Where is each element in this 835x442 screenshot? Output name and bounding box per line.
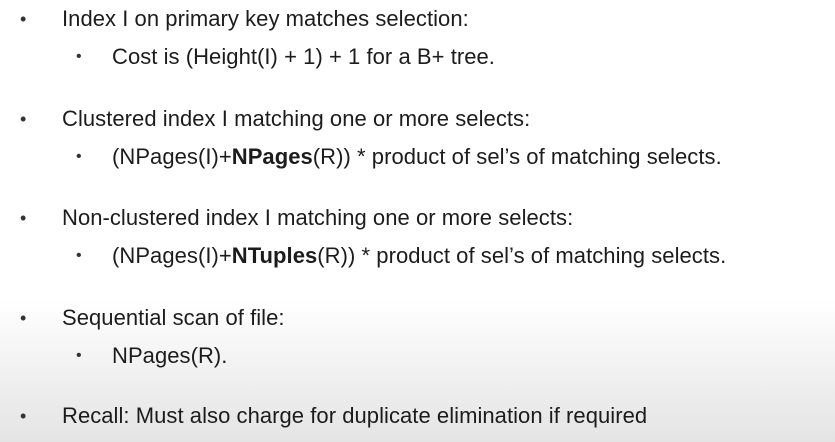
bullet-marker: • [20,308,27,328]
sub-bullet-sequential-cost: NPages(R). [112,343,227,369]
bullet-text-clustered-index: Clustered index I matching one or more s… [62,106,531,131]
sub-bullet-marker: • [76,148,82,165]
bullet-marker: • [20,109,27,129]
sub-bullet-text-post: (R)) * product of sel’s of matching sele… [312,144,722,169]
sub-bullet-primary-key-cost: Cost is (Height(I) + 1) + 1 for a B+ tre… [112,44,495,70]
sub-bullet-clustered-cost: (NPages(I)+NPages(R)) * product of sel’s… [112,144,722,170]
bullet-marker: • [20,208,27,228]
bullet-text-sequential-scan: Sequential scan of file: [62,305,285,330]
sub-bullet-text-pre: (NPages(I)+ [112,243,232,268]
sub-bullet-text-pre: (NPages(I)+ [112,144,232,169]
bullet-text-primary-key-index: Index I on primary key matches selection… [62,6,469,31]
sub-bullet-marker: • [76,247,82,264]
sub-bullet-text-post: (R)) * product of sel’s of matching sele… [317,243,727,268]
sub-bullet-text-bold: NTuples [231,243,318,268]
sub-bullet-text: NPages(R). [112,343,228,368]
sub-bullet-marker: • [76,48,82,65]
bullet-text-non-clustered-index: Non-clustered index I matching one or mo… [62,205,574,230]
bullet-marker: • [20,9,27,29]
sub-bullet-text-bold: NPages [231,144,313,169]
sub-bullet-non-clustered-cost: (NPages(I)+NTuples(R)) * product of sel’… [112,243,726,269]
sub-bullet-text: Cost is (Height(I) + 1) + 1 for a B+ tre… [112,44,495,69]
bullet-text-recall: Recall: Must also charge for duplicate e… [62,403,648,428]
bullet-marker: • [20,406,27,426]
sub-bullet-marker: • [76,347,82,364]
